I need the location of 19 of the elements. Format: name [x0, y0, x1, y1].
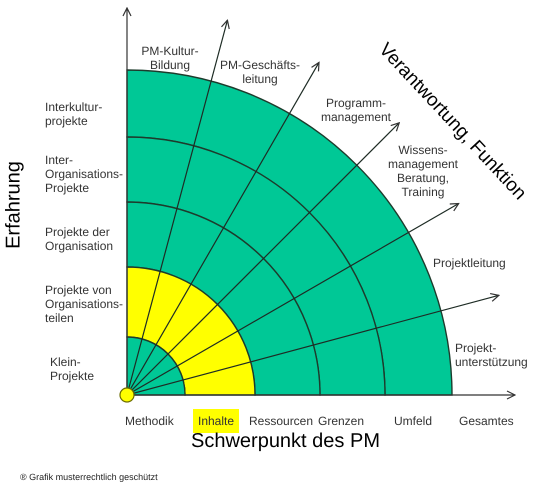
- axis-title: Schwerpunkt des PM: [191, 430, 380, 453]
- category-label: Interkultur- projekte: [45, 100, 104, 128]
- category-label: PM-Kultur- Bildung: [140, 44, 200, 72]
- axis-title: Erfahrung: [2, 161, 26, 249]
- category-label: Methodik: [125, 414, 174, 428]
- category-label: PM-Geschäfts- leitung: [218, 58, 301, 86]
- category-label: Grenzen: [318, 414, 364, 428]
- category-label: Umfeld: [394, 414, 432, 428]
- category-label: Gesamtes: [459, 414, 514, 428]
- category-label: Wissens- management Beratung, Training: [388, 143, 458, 199]
- category-label: Inhalte: [193, 409, 240, 433]
- category-label: Inter- Organisations- Projekte: [45, 153, 124, 195]
- category-label: Ressourcen: [249, 414, 314, 428]
- category-label: Klein- Projekte: [50, 355, 96, 383]
- category-label: Projektleitung: [433, 256, 507, 270]
- category-label: Projekte von Organisations- teilen: [45, 283, 124, 325]
- category-label: Projekt- unterstützung: [455, 341, 529, 369]
- caption: ® Grafik musterrechtlich geschützt: [20, 471, 158, 484]
- category-label: Projekte der Organisation: [45, 225, 114, 253]
